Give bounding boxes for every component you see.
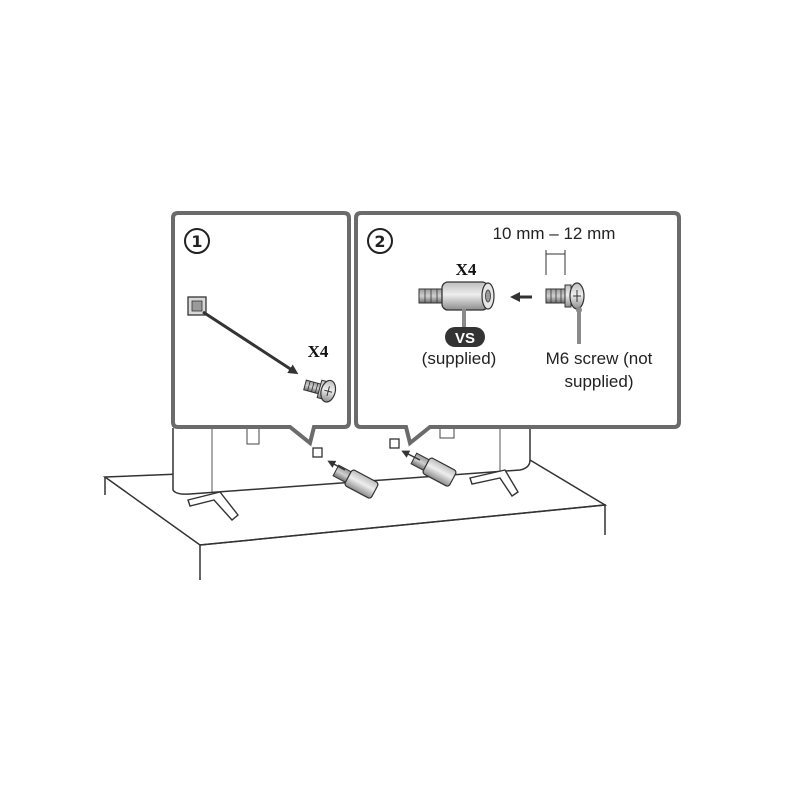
- step-1-number: 1: [191, 232, 202, 251]
- vs-badge-label: VS: [455, 330, 475, 347]
- step-2-quantity: X4: [456, 260, 477, 279]
- step-2-number-circle: [367, 228, 393, 254]
- vs-spacer-icon: [418, 281, 495, 311]
- mount-hole-right: [389, 438, 400, 449]
- step-1-number-circle: [184, 228, 210, 254]
- insert-arrow-left: [327, 460, 346, 471]
- insert-arrow-right: [401, 450, 421, 461]
- step-1-screw-icon: [303, 379, 337, 403]
- screw-length-label: 10 mm – 12 mm: [493, 224, 616, 243]
- step-1-panel: 1 X4: [171, 211, 351, 447]
- step-2-panel: 2 10 mm – 12 mm X4 VS (supplied): [354, 211, 681, 447]
- m6-screw-label-line1: M6 screw (not: [546, 349, 653, 368]
- step-1-hole-inner: [191, 300, 203, 312]
- spacer-left: [332, 464, 379, 499]
- step-1-remove-arrow: [202, 310, 299, 375]
- step-2-callout-frame: [354, 211, 681, 447]
- m6-screw-icon: [545, 282, 585, 310]
- mount-hole-left: [312, 447, 323, 458]
- tv-stand-right-foot: [469, 469, 519, 497]
- step-2-number: 2: [374, 232, 385, 251]
- cabinet-front: [199, 504, 606, 546]
- m6-screw-label-line2: supplied): [565, 372, 634, 391]
- m6-leader-dot: [576, 307, 582, 313]
- tv-stand-left-foot: [187, 491, 239, 521]
- spacer-right: [410, 452, 457, 487]
- step-1-quantity: X4: [308, 342, 329, 361]
- vs-badge: [445, 327, 485, 347]
- screw-length-dimension: [545, 250, 566, 275]
- supplied-label: (supplied): [422, 349, 497, 368]
- furniture-scene: [102, 420, 608, 580]
